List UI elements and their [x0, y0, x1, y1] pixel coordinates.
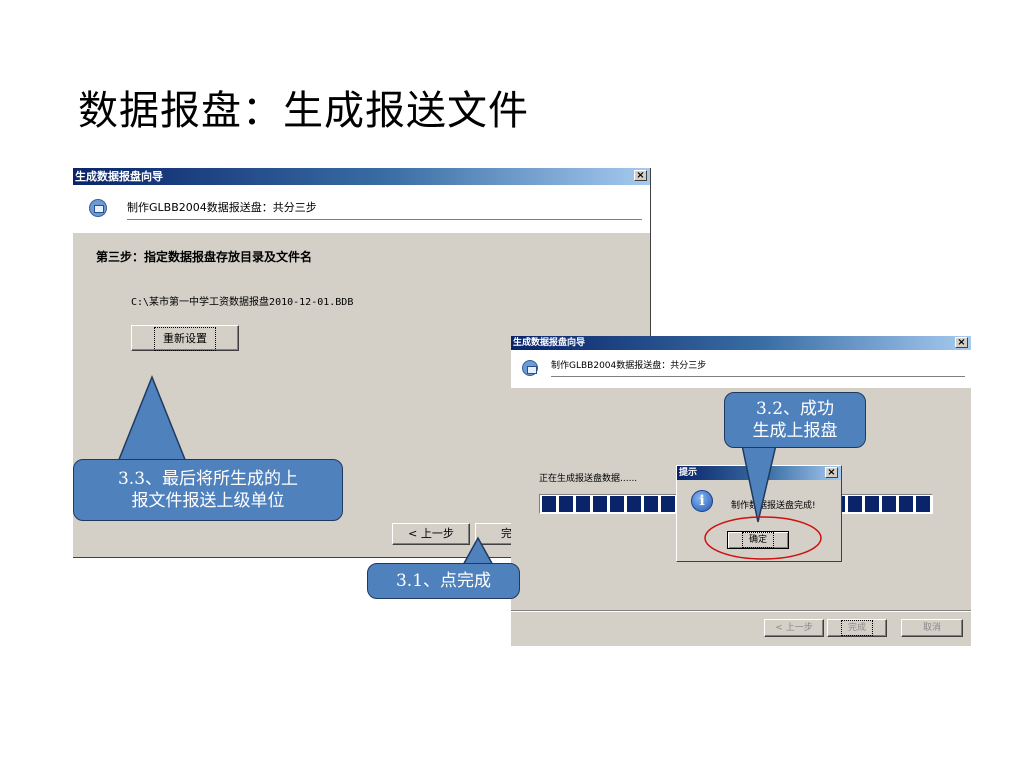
- progress-segment: [899, 496, 913, 512]
- second-dialog-title: 生成数据报盘向导: [513, 338, 586, 348]
- second-dialog-header: 制作GLBB2004数据报送盘：共分三步: [511, 350, 971, 388]
- wizard-icon: [89, 199, 107, 217]
- prompt-title: 提示: [679, 468, 698, 478]
- ok-button-label: 确定: [741, 532, 774, 548]
- second-finish-label: 完成: [840, 620, 873, 636]
- progress-segment: [576, 496, 590, 512]
- status-text: 正在生成报送盘数据......: [539, 474, 638, 484]
- progress-segment: [593, 496, 607, 512]
- reset-button[interactable]: 重新设置: [131, 325, 239, 351]
- callout-32: 3.2、成功 生成上报盘: [724, 392, 866, 448]
- main-dialog-close-button[interactable]: ×: [634, 170, 647, 181]
- progress-segment: [610, 496, 624, 512]
- progress-segment: [627, 496, 641, 512]
- second-dialog-titlebar[interactable]: 生成数据报盘向导 ×: [511, 336, 971, 350]
- main-dialog-titlebar[interactable]: 生成数据报盘向导 ×: [73, 168, 650, 185]
- bottom-divider: [511, 610, 971, 612]
- header-divider: [127, 219, 642, 220]
- main-prev-button[interactable]: < 上一步: [392, 523, 470, 545]
- reset-button-label: 重新设置: [154, 327, 216, 351]
- callout-31-text: 3.1、点完成: [395, 571, 492, 591]
- prompt-message: 制作数据报送盘完成!: [731, 501, 816, 511]
- main-dialog-header: 制作GLBB2004数据报送盘：共分三步: [73, 185, 650, 233]
- step-title: 第三步：指定数据报盘存放目录及文件名: [96, 250, 313, 264]
- progress-segment: [882, 496, 896, 512]
- callout-31: 3.1、点完成: [367, 563, 520, 599]
- progress-segment: [661, 496, 675, 512]
- second-cancel-button[interactable]: 取消: [901, 619, 963, 637]
- second-prev-button[interactable]: < 上一步: [764, 619, 824, 637]
- slide-title: 数据报盘：生成报送文件: [78, 88, 529, 134]
- callout-33-line1: 3.3、最后将所生成的上: [117, 469, 299, 489]
- progress-segment: [865, 496, 879, 512]
- main-dialog-header-text: 制作GLBB2004数据报送盘：共分三步: [127, 201, 317, 214]
- callout-33: 3.3、最后将所生成的上 报文件报送上级单位: [73, 459, 343, 521]
- second-dialog-close-button[interactable]: ×: [955, 337, 968, 348]
- header-divider: [551, 376, 965, 377]
- second-finish-button[interactable]: 完成: [827, 619, 887, 637]
- wizard-icon: [522, 360, 538, 376]
- progress-segment: [559, 496, 573, 512]
- prompt-close-button[interactable]: ×: [825, 467, 838, 478]
- callout-32-line1: 3.2、成功: [755, 399, 835, 419]
- progress-segment: [542, 496, 556, 512]
- prompt-titlebar[interactable]: 提示 ×: [677, 466, 841, 480]
- prompt-dialog: 提示 × i 制作数据报送盘完成! 确定: [676, 465, 842, 562]
- progress-segment: [848, 496, 862, 512]
- callout-33-line2: 报文件报送上级单位: [131, 491, 285, 511]
- info-icon: i: [691, 490, 713, 512]
- progress-segment: [644, 496, 658, 512]
- ok-button[interactable]: 确定: [727, 531, 789, 549]
- second-dialog-header-text: 制作GLBB2004数据报送盘：共分三步: [551, 361, 707, 371]
- callout-32-line2: 生成上报盘: [752, 421, 838, 441]
- progress-segment: [916, 496, 930, 512]
- file-path: C:\某市第一中学工资数据报盘2010-12-01.BDB: [131, 297, 354, 308]
- main-dialog-title: 生成数据报盘向导: [75, 170, 163, 183]
